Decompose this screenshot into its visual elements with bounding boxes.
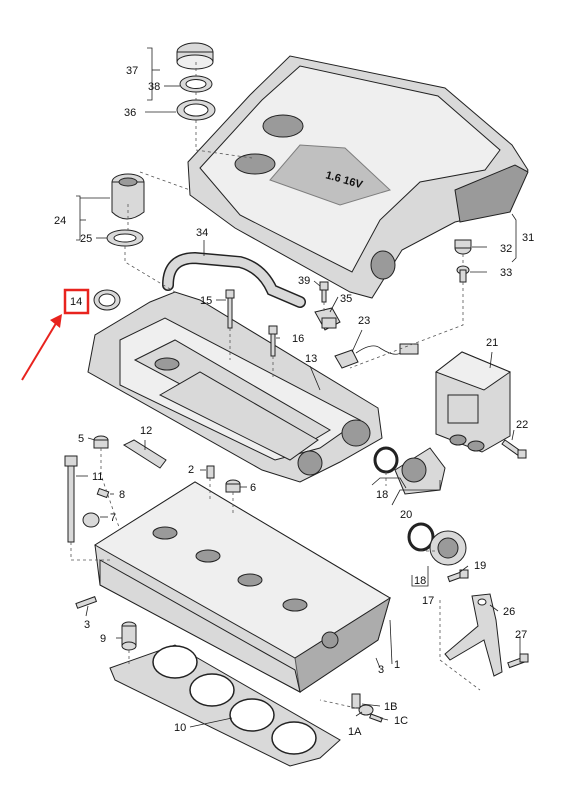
tube-12: [122, 439, 167, 469]
highlight-arrow: [21, 314, 62, 381]
callout-11: 11: [92, 471, 103, 483]
cylinder-head: [94, 481, 391, 693]
leader-lines: [76, 47, 521, 728]
callout-18a: 18: [376, 489, 388, 501]
seal-ring-18b: [407, 522, 435, 552]
callout-3a: 3: [84, 619, 90, 631]
callout-18b: 18: [414, 575, 426, 587]
callout-36: 36: [124, 107, 136, 119]
flange-20: [394, 447, 446, 495]
sleeve-9: [121, 621, 137, 651]
callout-31: 31: [522, 232, 534, 244]
callout-22: 22: [516, 419, 528, 431]
callout-1a: 1A: [348, 726, 362, 738]
callout-37: 37: [126, 65, 138, 77]
filler-neck: [111, 173, 145, 220]
callout-32: 32: [500, 243, 512, 255]
callout-3b: 3: [378, 664, 384, 676]
bolt-11: [64, 455, 78, 543]
stud-33: [456, 265, 470, 283]
engine-cover: 1.6 16V: [187, 55, 529, 299]
callout-26: 26: [503, 606, 515, 618]
nut-32: [454, 239, 472, 255]
callout-1: 1: [394, 659, 400, 671]
callout-27: 27: [515, 629, 527, 641]
bolt-27: [507, 653, 529, 669]
callout-33: 33: [500, 267, 512, 279]
bracket-26: [444, 593, 503, 677]
part-1b: [351, 693, 361, 709]
head-gasket: [109, 644, 341, 767]
part-1c: [369, 713, 383, 723]
callout-labels: 37 38 36 24 25 34 14 15 16 39 35 23 13 3…: [54, 65, 534, 738]
callout-39: 39: [298, 275, 310, 287]
callout-17: 17: [422, 595, 434, 607]
callout-19: 19: [474, 560, 486, 572]
bolt-39: [319, 281, 329, 303]
callout-23: 23: [358, 315, 370, 327]
bolt-22: [501, 439, 527, 459]
cover-17: [429, 530, 467, 566]
callout-2: 2: [188, 464, 194, 476]
pin-2: [206, 465, 215, 479]
pin-8: [96, 487, 110, 499]
callout-25: 25: [80, 233, 92, 245]
coil-housing-21: [434, 351, 512, 453]
cylinder-head-cover: [87, 291, 383, 483]
callout-15: 15: [200, 295, 212, 307]
callout-10: 10: [174, 722, 186, 734]
callout-38: 38: [148, 81, 160, 93]
plug-5: [93, 435, 109, 449]
seal-ring-36: [176, 99, 216, 121]
guide-lines: [70, 62, 481, 709]
callout-21: 21: [486, 337, 498, 349]
plug-6: [225, 479, 241, 493]
part-1a: [358, 704, 374, 716]
highlight-box-14: [63, 288, 90, 315]
callout-35: 35: [340, 293, 352, 305]
callout-1b: 1B: [384, 701, 397, 713]
callout-1c: 1C: [394, 715, 408, 727]
callout-8: 8: [119, 489, 125, 501]
seal-ring-25: [106, 229, 144, 247]
callout-5: 5: [78, 433, 84, 445]
sensor-35: [314, 307, 341, 331]
callout-14: 14: [70, 296, 82, 308]
plug-7: [82, 512, 100, 528]
seal-ring-38: [179, 75, 213, 93]
seal-ring-14: [93, 289, 121, 311]
callout-34: 34: [196, 227, 208, 239]
seal-ring-18a: [373, 446, 399, 474]
callout-6: 6: [250, 482, 256, 494]
oil-filler-cap: [176, 42, 214, 70]
callout-20: 20: [400, 509, 412, 521]
stud-3: [75, 596, 98, 609]
callout-16: 16: [292, 333, 304, 345]
bolt-19: [447, 569, 469, 583]
callout-24: 24: [54, 215, 66, 227]
callout-7: 7: [110, 512, 116, 524]
sensor-23: [334, 343, 419, 369]
callout-13: 13: [305, 353, 317, 365]
callout-12: 12: [140, 425, 152, 437]
callout-9: 9: [100, 633, 106, 645]
